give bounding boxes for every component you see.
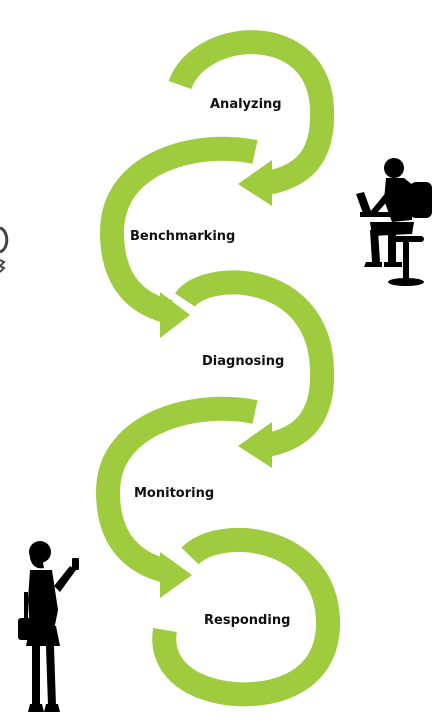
step-label-monitoring: Monitoring — [134, 486, 214, 501]
arrow-monitoring — [160, 552, 192, 598]
step-label-benchmarking: Benchmarking — [130, 229, 235, 244]
cropped-mark — [0, 226, 9, 273]
person-with-laptop-icon — [356, 158, 432, 286]
loop-benchmarking — [99, 136, 258, 324]
loop-monitoring — [95, 396, 258, 584]
arrow-benchmarking — [160, 292, 190, 338]
arrow-diagnosing — [238, 422, 272, 468]
loop-responding — [152, 527, 341, 707]
arrow-analyzing — [238, 160, 272, 206]
loop-group — [95, 30, 341, 707]
step-label-diagnosing: Diagnosing — [202, 354, 284, 369]
step-label-responding: Responding — [204, 613, 290, 628]
loop-diagnosing — [175, 270, 335, 458]
step-label-analyzing: Analyzing — [210, 97, 282, 112]
person-with-phone-icon — [18, 541, 79, 712]
loop-analyzing — [168, 30, 335, 196]
